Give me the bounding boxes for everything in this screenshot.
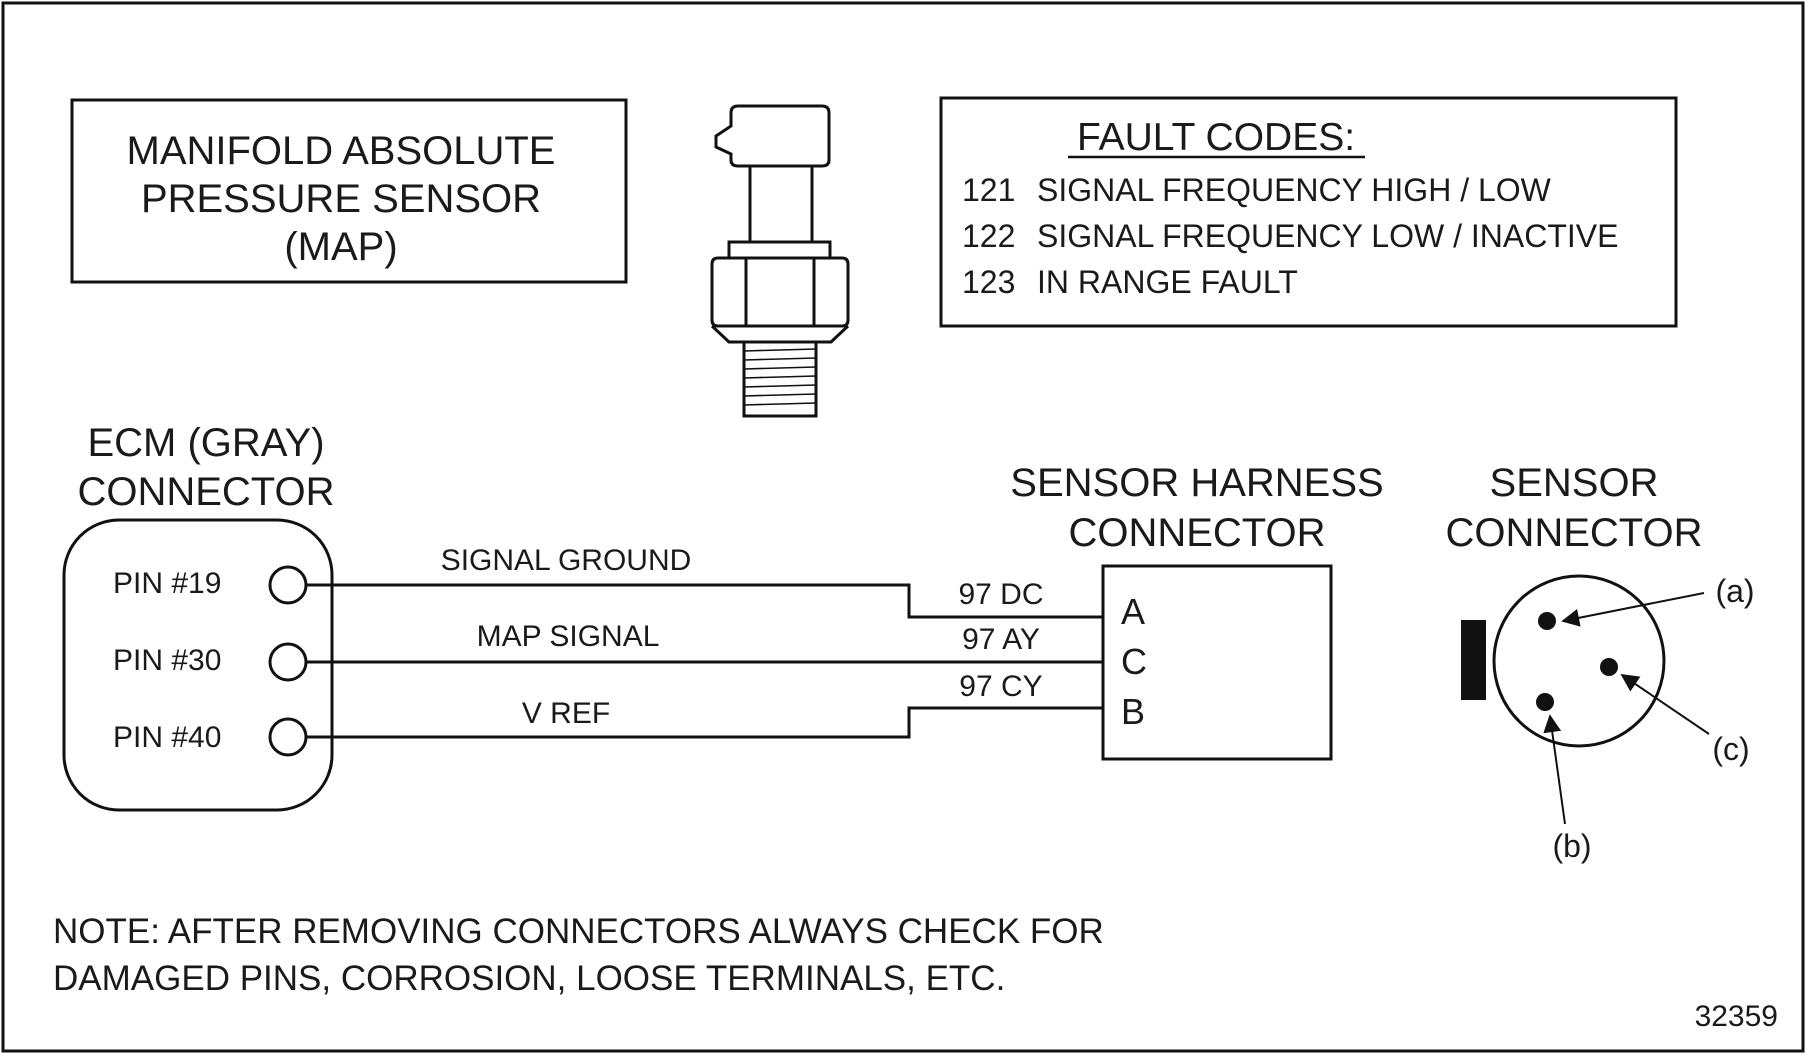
wire-name-label: SIGNAL GROUND <box>441 544 692 577</box>
sensor-thread-lines <box>743 348 817 406</box>
ecm-pin-terminal <box>268 717 308 757</box>
title-box: MANIFOLD ABSOLUTE PRESSURE SENSOR (MAP) <box>70 98 628 284</box>
sensor-hex-body <box>710 256 850 328</box>
sensor-base <box>710 324 850 344</box>
ecm-connector: ECM (GRAY) CONNECTOR PIN #19 PIN #30 PIN… <box>62 421 335 812</box>
sensor-connector-face <box>1492 574 1666 748</box>
callout-label: (a) <box>1715 573 1754 609</box>
wire-name-label: MAP SIGNAL <box>477 620 660 653</box>
fault-code-number: 121 <box>962 172 1015 208</box>
harness-terminal-label: A <box>1121 591 1145 632</box>
harness-connector-body <box>1101 564 1333 761</box>
callout-label: (b) <box>1552 828 1591 864</box>
harness-label-line-2: CONNECTOR <box>1068 511 1325 555</box>
wire-code-label: 97 DC <box>958 578 1043 611</box>
sensor-cap <box>714 104 831 168</box>
note-line-2: DAMAGED PINS, CORROSION, LOOSE TERMINALS… <box>53 959 1005 998</box>
sensor-harness-connector: SENSOR HARNESS CONNECTOR A C B <box>1010 461 1384 761</box>
sensor-pin-a <box>1538 612 1556 630</box>
fault-codes-frame <box>939 96 1678 328</box>
callout-label: (c) <box>1712 731 1749 767</box>
title-line-2: PRESSURE SENSOR <box>141 177 541 221</box>
callout-arrow-a <box>1561 592 1705 627</box>
figure-number: 32359 <box>1695 1000 1778 1033</box>
ecm-label-line-2: CONNECTOR <box>77 470 334 514</box>
wire-v-ref <box>306 706 1103 739</box>
ecm-label-line-1: ECM (GRAY) <box>87 421 324 465</box>
callout-arrow-c <box>1620 673 1710 735</box>
fault-codes-box: FAULT CODES: 121 SIGNAL FREQUENCY HIGH /… <box>939 96 1678 328</box>
harness-terminal-label: C <box>1121 641 1147 682</box>
sensor-connector-latch <box>1461 620 1486 700</box>
callout-arrow-b <box>1543 714 1566 825</box>
sensor-pin-b <box>1536 693 1554 711</box>
fault-code-description: IN RANGE FAULT <box>1037 264 1298 300</box>
title-line-1: MANIFOLD ABSOLUTE <box>127 129 556 173</box>
ecm-pin-terminal <box>268 565 308 605</box>
ecm-pin-label: PIN #19 <box>113 567 221 600</box>
harness-terminal-label: B <box>1121 691 1145 732</box>
ecm-pin-label: PIN #30 <box>113 644 221 677</box>
sensor-thread-body <box>742 340 818 418</box>
ecm-connector-body <box>62 518 334 812</box>
title-line-3: (MAP) <box>284 225 397 269</box>
fault-code-description: SIGNAL FREQUENCY LOW / INACTIVE <box>1037 218 1618 254</box>
wire-code-label: 97 AY <box>962 623 1040 656</box>
wire-name-label: V REF <box>522 697 610 730</box>
sensor-pin-c <box>1600 658 1618 676</box>
sensor-connector-label-line-2: CONNECTOR <box>1445 511 1702 555</box>
wiring <box>306 583 1103 739</box>
wire-code-label: 97 CY <box>959 670 1042 703</box>
fault-code-description: SIGNAL FREQUENCY HIGH / LOW <box>1037 172 1552 208</box>
sensor-collar <box>727 240 832 260</box>
sensor-connector-label-line-1: SENSOR <box>1490 461 1659 505</box>
map-sensor-illustration <box>710 104 850 418</box>
fault-code-number: 123 <box>962 264 1015 300</box>
title-box-frame <box>70 98 628 284</box>
sensor-connector: SENSOR CONNECTOR (a) (b) (c) <box>1445 461 1754 864</box>
harness-label-line-1: SENSOR HARNESS <box>1010 461 1383 505</box>
wire-signal-ground <box>306 583 1103 619</box>
ecm-pin-terminal <box>268 642 308 682</box>
fault-codes-heading: FAULT CODES: <box>1077 116 1355 159</box>
fault-code-number: 122 <box>962 218 1015 254</box>
ecm-pin-label: PIN #40 <box>113 721 221 754</box>
note-line-1: NOTE: AFTER REMOVING CONNECTORS ALWAYS C… <box>53 912 1104 951</box>
